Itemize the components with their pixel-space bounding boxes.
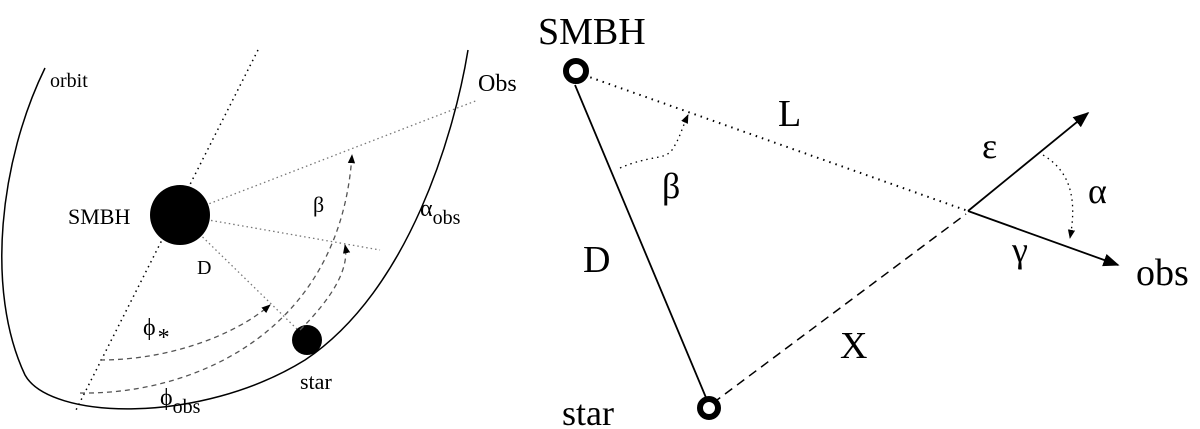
phi-star-arc (99, 304, 271, 361)
smbh-label: SMBH (68, 204, 130, 229)
star-emission-line-X (712, 213, 967, 404)
alpha-obs-label: αobs (420, 196, 461, 229)
phi-star-label: ϕ* (143, 315, 170, 351)
obs-label: Obs (478, 71, 517, 97)
alpha-angle-arc (1042, 154, 1076, 239)
phi-obs-subscript: obs (173, 396, 201, 418)
observer-direction-line (179, 99, 479, 216)
beta-angle-arc (619, 114, 689, 169)
phi-obs-label: ϕobs (160, 385, 201, 418)
orbit-label: orbit (50, 70, 88, 92)
star-label: star (562, 393, 614, 429)
l-label: L (778, 93, 801, 135)
right-panel: SMBH L β D ε α γ obs X star (538, 11, 1189, 429)
star-disk (292, 325, 322, 355)
orbit-curve (1, 49, 469, 410)
alpha-direction-line (179, 214, 381, 251)
d-label: D (197, 257, 211, 279)
smbh-label: SMBH (538, 11, 646, 53)
d-label: D (583, 239, 610, 281)
epsilon-label: ε (982, 126, 997, 166)
beta-label: β (313, 192, 324, 217)
phi-obs-arc (79, 154, 356, 394)
epsilon-arrow (967, 111, 1090, 212)
smbh-observer-line-L (577, 72, 969, 212)
alpha-subscript: obs (433, 207, 461, 229)
left-panel: orbit Obs SMBH β αobs D ϕ* ϕobs star (1, 49, 517, 418)
alpha-label: α (1088, 171, 1107, 211)
alpha-symbol: α (420, 196, 433, 222)
gamma-label: γ (1011, 230, 1028, 270)
obs-label: obs (1136, 252, 1189, 294)
phi-star-subscript: * (158, 325, 170, 351)
phi-symbol: ϕ (143, 315, 156, 341)
star-ring (697, 396, 721, 420)
beta-label: β (662, 166, 680, 206)
smbh-ring (563, 58, 589, 84)
smbh-star-line-D (574, 84, 708, 401)
phi-symbol: ϕ (160, 385, 173, 411)
smbh-disk (150, 185, 210, 245)
x-label: X (840, 325, 867, 367)
obs-arrow (967, 210, 1120, 267)
beta-arc (299, 244, 351, 331)
star-label: star (300, 369, 332, 394)
